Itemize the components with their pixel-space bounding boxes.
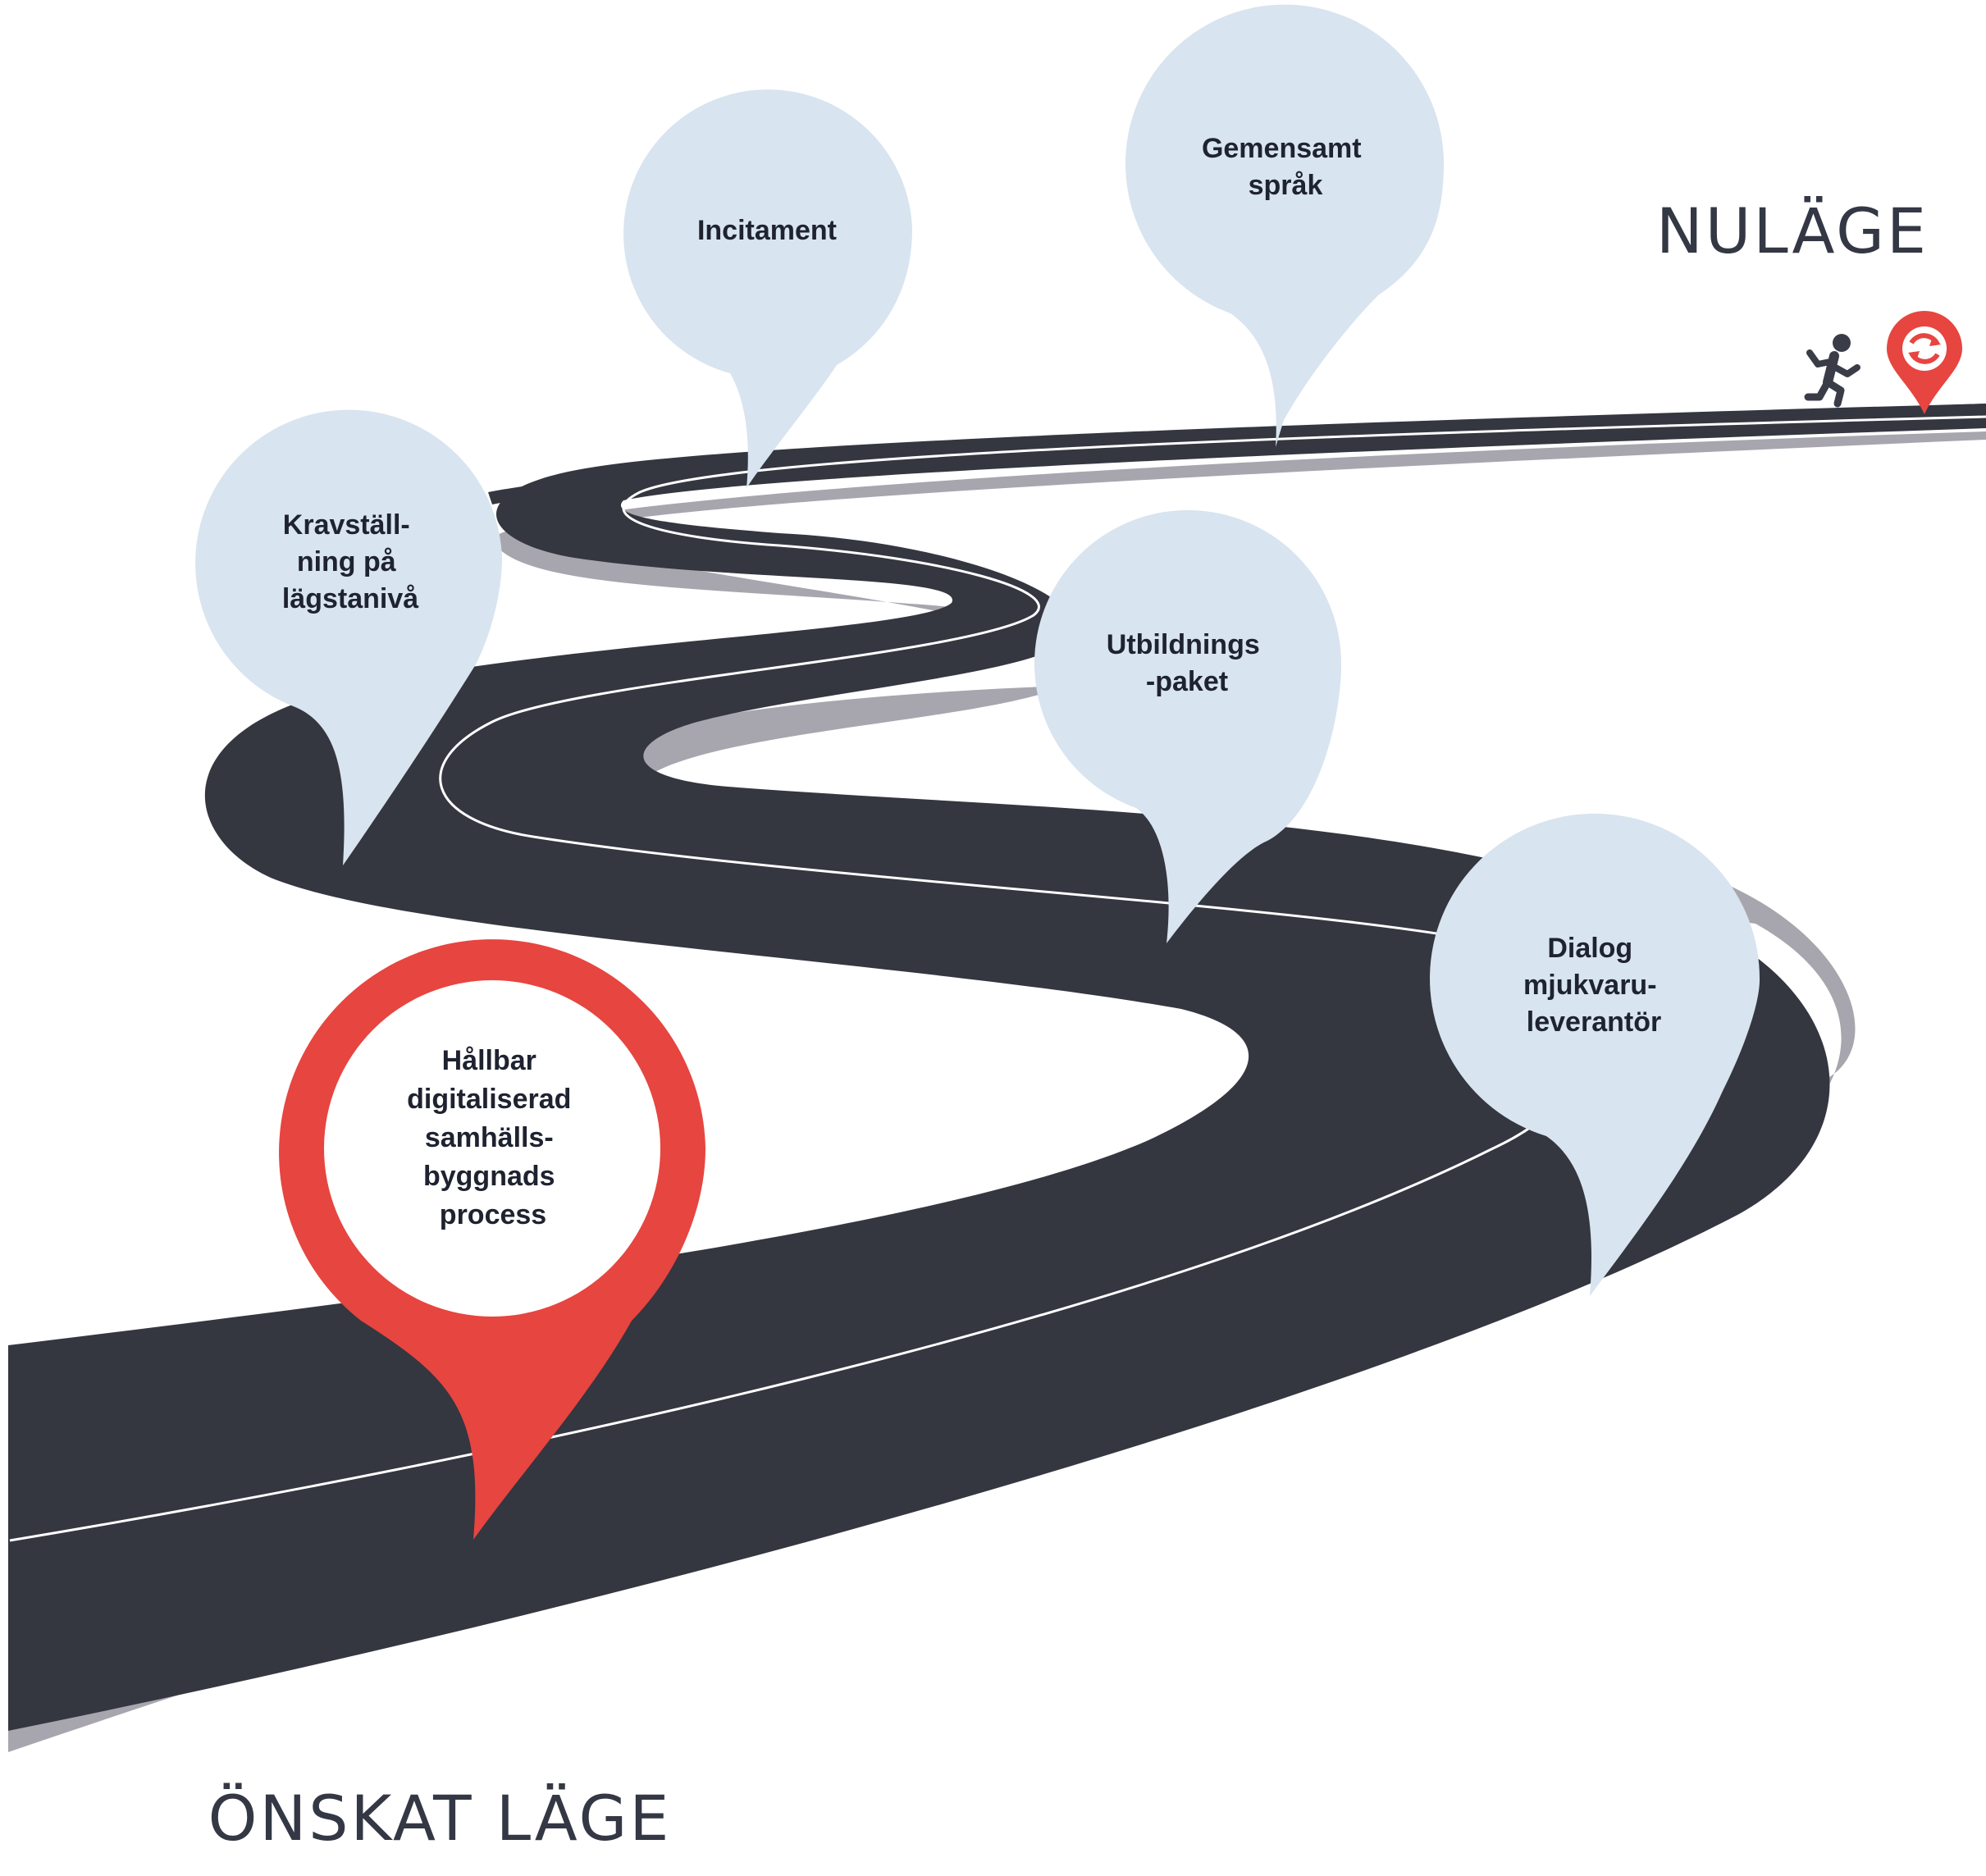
milestone-kravstallning: Kravställ- ning på lägstanivå (195, 409, 503, 865)
milestone-incitament: Incitament (623, 89, 912, 488)
milestone-utbildning: Utbildnings -paket (1034, 509, 1342, 943)
milestone-gemensamt: Gemensamt språk (1125, 4, 1445, 447)
milestone-label: Utbildnings -paket (1107, 629, 1267, 697)
milestone-dialog: Dialog mjukvaru- leverantör (1430, 813, 1760, 1296)
goal-pin: Hållbar digitaliserad samhälls- byggnads… (279, 939, 706, 1540)
location-pin-icon (1887, 311, 1962, 414)
current-state-label: NULÄGE (1656, 194, 1929, 267)
milestone-label: Kravställ- ning på lägstanivå (282, 509, 418, 614)
goal-label: Hållbar digitaliserad samhälls- byggnads… (407, 1045, 579, 1230)
running-person-icon (1804, 334, 1860, 408)
milestone-label: Gemensamt språk (1202, 133, 1369, 201)
milestone-label: Dialog mjukvaru- leverantör (1523, 933, 1664, 1038)
milestone-label: Incitament (697, 215, 837, 246)
lane-line (9, 415, 1986, 1542)
desired-state-label: ÖNSKAT LÄGE (208, 1782, 672, 1855)
